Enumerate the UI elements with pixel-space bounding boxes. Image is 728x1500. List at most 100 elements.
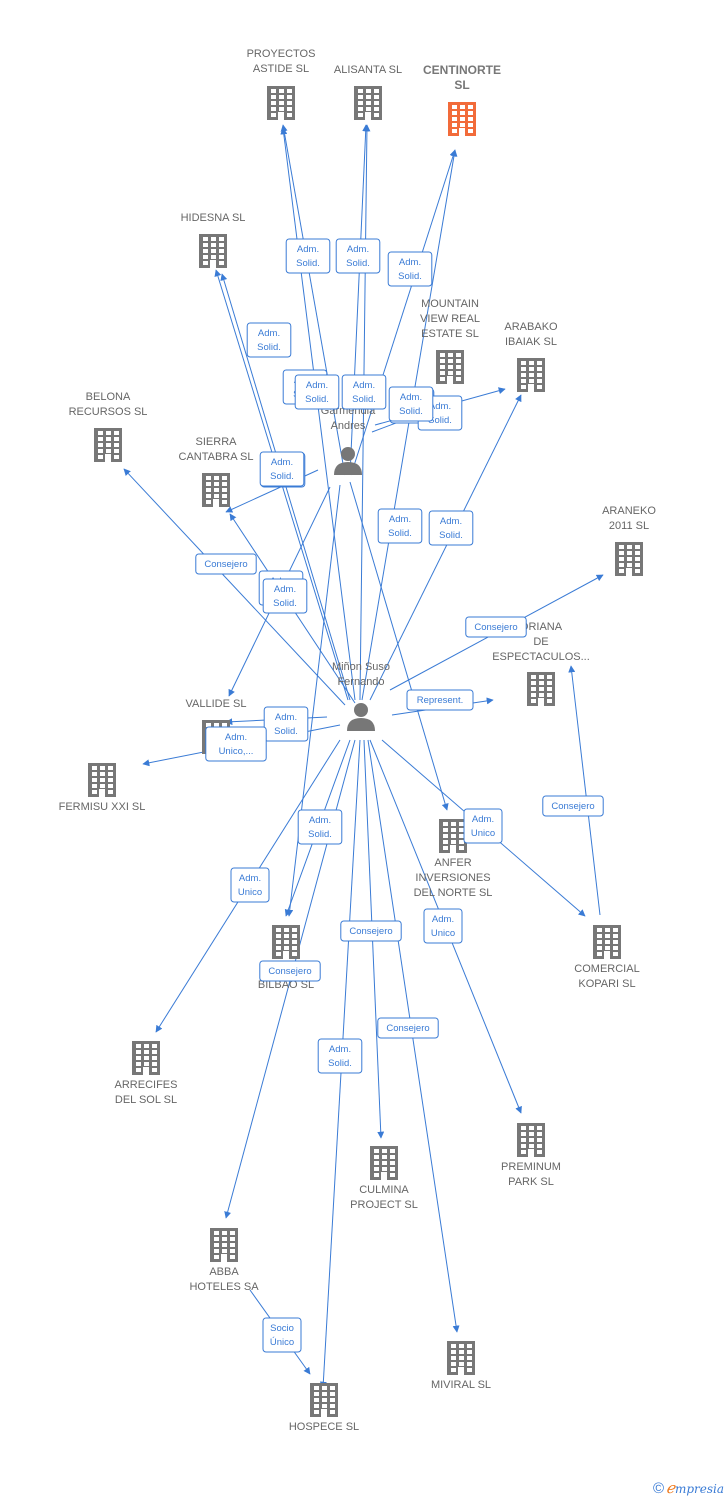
building-window [279, 101, 284, 105]
edge-label-minon-to-vallide[interactable]: Adm.Solid. [263, 706, 309, 742]
building-window [108, 784, 113, 788]
node-label-line: DE [533, 636, 548, 648]
building-icon [527, 672, 555, 706]
edge-label-minon-to-centinorte[interactable]: Adm.Solid. [388, 386, 434, 422]
building-window [144, 1056, 149, 1060]
edge-label-minon-to-comercial[interactable]: Adm.Unico [463, 808, 503, 844]
building-icon [436, 350, 464, 384]
building-window [203, 255, 208, 259]
edge-label-minon-to-araneko[interactable]: Consejero [465, 616, 527, 638]
edge-label-text: Solid. [308, 829, 332, 840]
building-window [214, 476, 219, 480]
building-window [279, 107, 284, 111]
building-window [292, 940, 297, 944]
edge-label-minon-to-culmina[interactable]: Consejero [340, 920, 402, 942]
edge-label-minon-to-arrecifes[interactable]: Adm.Unico [230, 867, 270, 903]
edge-label-minon-to-oriana[interactable]: Represent. [406, 689, 474, 711]
building-window [627, 551, 632, 555]
node-label-line: ANFER [434, 857, 471, 869]
building-window [114, 455, 119, 459]
company-node-miviral[interactable]: MIVIRAL SL [431, 1341, 491, 1391]
building-icon [615, 542, 643, 576]
edge-label-minon-to-abba[interactable]: Consejero [259, 960, 321, 982]
node-label-line: Miñon Suso [332, 661, 390, 673]
edge-label-minon-to-belona[interactable]: Consejero [195, 553, 257, 575]
edge-label-garmendia-to-alisanta[interactable]: Adm.Solid. [335, 238, 381, 274]
building-window [605, 946, 610, 950]
building-window [292, 946, 297, 950]
edge-label-text: Solid. [257, 342, 281, 353]
building-window [100, 784, 105, 788]
building-window [222, 723, 227, 727]
building-window [635, 569, 640, 573]
building-window [619, 545, 624, 549]
edge-label-minon-to-proyectos[interactable]: Adm.Solid. [294, 374, 340, 410]
building-window [366, 107, 371, 111]
edge-label-text: Socio [270, 1323, 294, 1334]
company-node-bilbao[interactable]: BILBAO SL [258, 925, 314, 991]
building-window [222, 500, 227, 504]
edge-label-minon-to-miviral[interactable]: Consejero [377, 1017, 439, 1039]
company-node-hidesna[interactable]: HIDESNA SL [181, 212, 246, 268]
edge-label-text: Solid. [399, 406, 423, 417]
company-node-oriana[interactable]: ORIANADEESPECTACULOS... [492, 621, 590, 706]
building-window [358, 89, 363, 93]
building-window [206, 482, 211, 486]
building-window [358, 107, 363, 111]
edge-label-box [423, 908, 463, 944]
building-window [531, 675, 536, 679]
edge-label-minon-to-alisanta[interactable]: Adm.Solid. [341, 374, 387, 410]
edge-label-minon-to-fermisu[interactable]: Adm.Unico,... [205, 726, 267, 762]
edge-label-garmendia-to-centinorte[interactable]: Adm.Solid. [387, 251, 433, 287]
edge-label-comercial-to-oriana[interactable]: Consejero [542, 795, 604, 817]
edge-label-minon-to-hospece[interactable]: Adm.Solid. [317, 1038, 363, 1074]
edge-label-minon-to-hidesna[interactable]: Adm.Solid. [246, 322, 292, 358]
company-node-fermisu[interactable]: FERMISU XXI SL [59, 763, 146, 813]
building-window [521, 367, 526, 371]
company-node-alisanta[interactable]: ALISANTA SL [334, 64, 402, 120]
edge-label-minon-to-preminum[interactable]: Adm.Unico [423, 908, 463, 944]
building-window [279, 95, 284, 99]
building-window [374, 1161, 379, 1165]
building-window [322, 1398, 327, 1402]
building-window [219, 237, 224, 241]
building-window [382, 1155, 387, 1159]
edge-label-minon-to-hidesna[interactable]: Adm.Solid. [259, 451, 305, 487]
building-window [206, 723, 211, 727]
edge-label-minon-to-bilbao[interactable]: Adm.Solid. [297, 809, 343, 845]
brand-name: mpresia [674, 1482, 724, 1496]
building-window [619, 569, 624, 573]
building-window [144, 1044, 149, 1048]
edge-label-garmendia-to-proyectos[interactable]: Adm.Solid. [285, 238, 331, 274]
node-label-line: RECURSOS SL [69, 406, 148, 418]
building-window [521, 1138, 526, 1142]
edge-label-box [317, 1038, 363, 1074]
edge-label-garmendia-to-anfer[interactable]: Adm.Solid. [377, 508, 423, 544]
building-window [440, 353, 445, 357]
building-window [292, 934, 297, 938]
edge-label-minon-to-arabako[interactable]: Adm.Solid. [428, 510, 474, 546]
edge-label-minon-to-sierra[interactable]: Adm.Solid. [262, 578, 308, 614]
node-label-line: IBAIAK SL [505, 336, 557, 348]
building-window [459, 828, 464, 832]
building-window [214, 482, 219, 486]
edge-label-box [335, 238, 381, 274]
company-node-hospece[interactable]: HOSPECE SL [289, 1383, 359, 1433]
